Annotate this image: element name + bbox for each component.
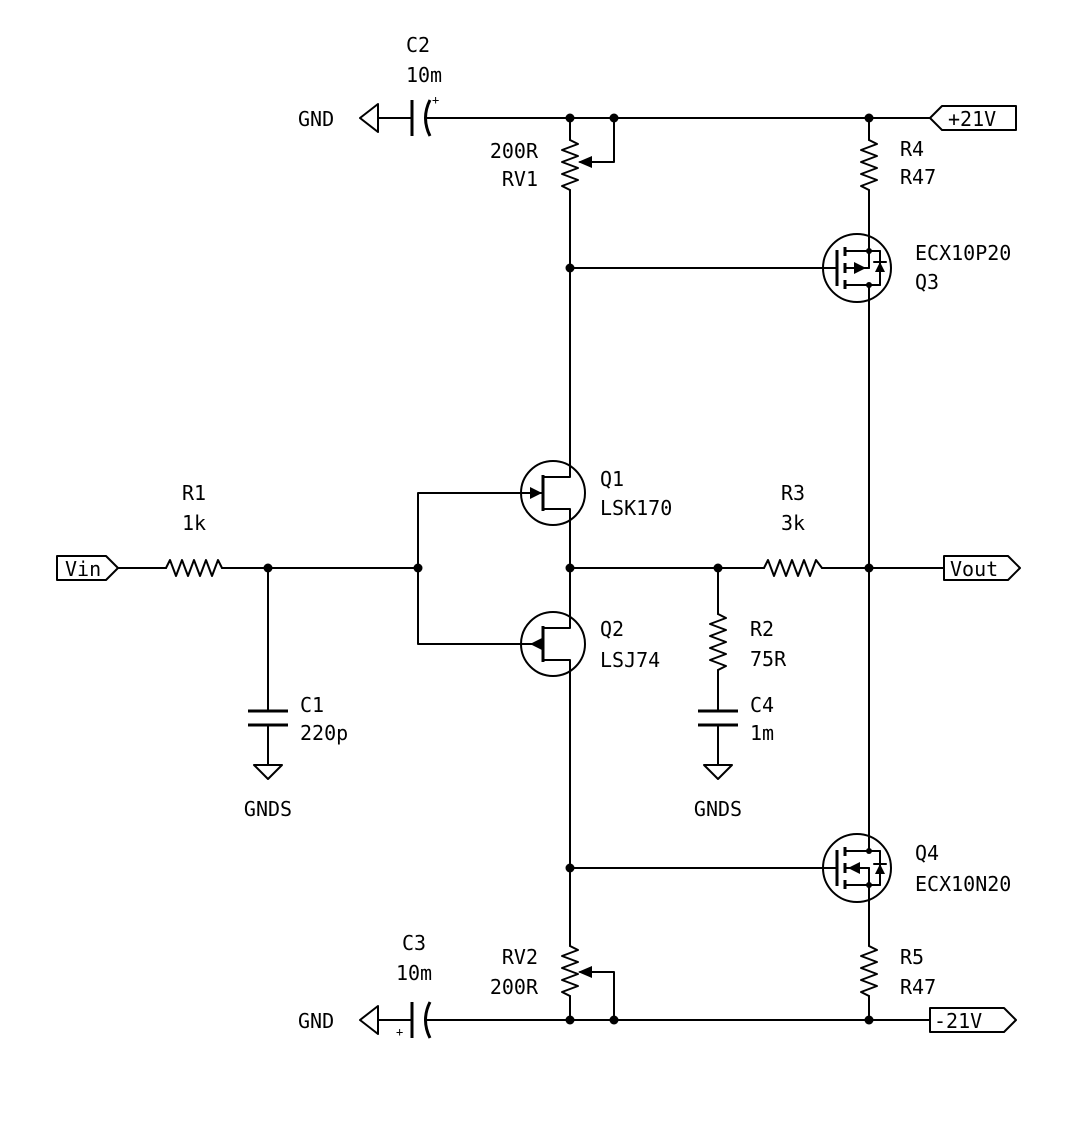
- gnds-right-label: GNDS: [694, 797, 742, 821]
- rv2-value: 200R: [490, 975, 539, 999]
- vpos-label: +21V: [948, 107, 996, 131]
- jfet-q2: Q2 LSJ74: [519, 610, 660, 677]
- net-label-vneg: -21V: [929, 1007, 1017, 1033]
- vin-label: Vin: [65, 557, 101, 581]
- r3-ref: R3: [781, 481, 805, 505]
- q1-value: LSK170: [600, 496, 672, 520]
- r4-value: R47: [900, 165, 936, 189]
- r1-value: 1k: [182, 511, 206, 535]
- r1-ref: R1: [182, 481, 206, 505]
- c3-ref: C3: [402, 931, 426, 955]
- c2-ref: C2: [406, 33, 430, 57]
- rv1-ref: RV1: [502, 167, 538, 191]
- r3-value: 3k: [781, 511, 805, 535]
- potentiometer-rv2: RV2 200R: [490, 945, 592, 999]
- vout-label: Vout: [950, 557, 998, 581]
- resistor-r4: R4 R47: [860, 137, 936, 191]
- capacitor-c3: + C3 10m: [396, 931, 432, 1039]
- c3-plus-sign: +: [396, 1025, 403, 1039]
- r2-value: 75R: [750, 647, 787, 671]
- r5-value: R47: [900, 975, 936, 999]
- resistor-r3: R3 3k: [763, 481, 823, 577]
- q3-ref: Q3: [915, 270, 939, 294]
- gnd-bottom-label: GND: [298, 1009, 334, 1033]
- q2-ref: Q2: [600, 617, 624, 641]
- c2-plus-sign: +: [432, 93, 439, 107]
- r2-ref: R2: [750, 617, 774, 641]
- c1-ref: C1: [300, 693, 324, 717]
- mosfet-q3: ECX10P20 Q3: [822, 233, 1011, 303]
- gnd-symbol-bottom: GND: [298, 1005, 379, 1035]
- c4-ref: C4: [750, 693, 774, 717]
- q3-value: ECX10P20: [915, 241, 1011, 265]
- q1-ref: Q1: [600, 467, 624, 491]
- potentiometer-rv1: 200R RV1: [490, 139, 592, 191]
- capacitor-c1: C1 220p: [248, 693, 348, 745]
- wires: [117, 117, 945, 1021]
- resistor-r1: R1 1k: [165, 481, 223, 577]
- mosfet-q4: Q4 ECX10N20: [822, 833, 1011, 903]
- q4-value: ECX10N20: [915, 872, 1011, 896]
- gnd-symbol-top: GND: [298, 103, 379, 133]
- c2-value: 10m: [406, 63, 442, 87]
- net-label-vin: Vin: [56, 555, 119, 581]
- gnds-symbol-right: GNDS: [694, 764, 742, 821]
- c4-value: 1m: [750, 721, 774, 745]
- net-label-vpos: +21V: [929, 105, 1017, 131]
- gnds-symbol-left: GNDS: [244, 764, 292, 821]
- gnds-left-label: GNDS: [244, 797, 292, 821]
- r4-ref: R4: [900, 137, 924, 161]
- r5-ref: R5: [900, 945, 924, 969]
- jfet-q1: Q1 LSK170: [519, 460, 672, 526]
- resistor-r2: R2 75R: [709, 613, 787, 671]
- vneg-label: -21V: [934, 1009, 982, 1033]
- rv2-ref: RV2: [502, 945, 538, 969]
- junction-dots: [263, 113, 874, 1025]
- resistor-r5: R5 R47: [860, 945, 936, 999]
- rv1-value: 200R: [490, 139, 539, 163]
- capacitor-c4: C4 1m: [698, 693, 774, 745]
- q2-value: LSJ74: [600, 648, 660, 672]
- c3-value: 10m: [396, 961, 432, 985]
- gnd-top-label: GND: [298, 107, 334, 131]
- capacitor-c2: + C2 10m: [406, 33, 442, 137]
- c1-value: 220p: [300, 721, 348, 745]
- net-label-vout: Vout: [943, 555, 1021, 581]
- q4-ref: Q4: [915, 841, 939, 865]
